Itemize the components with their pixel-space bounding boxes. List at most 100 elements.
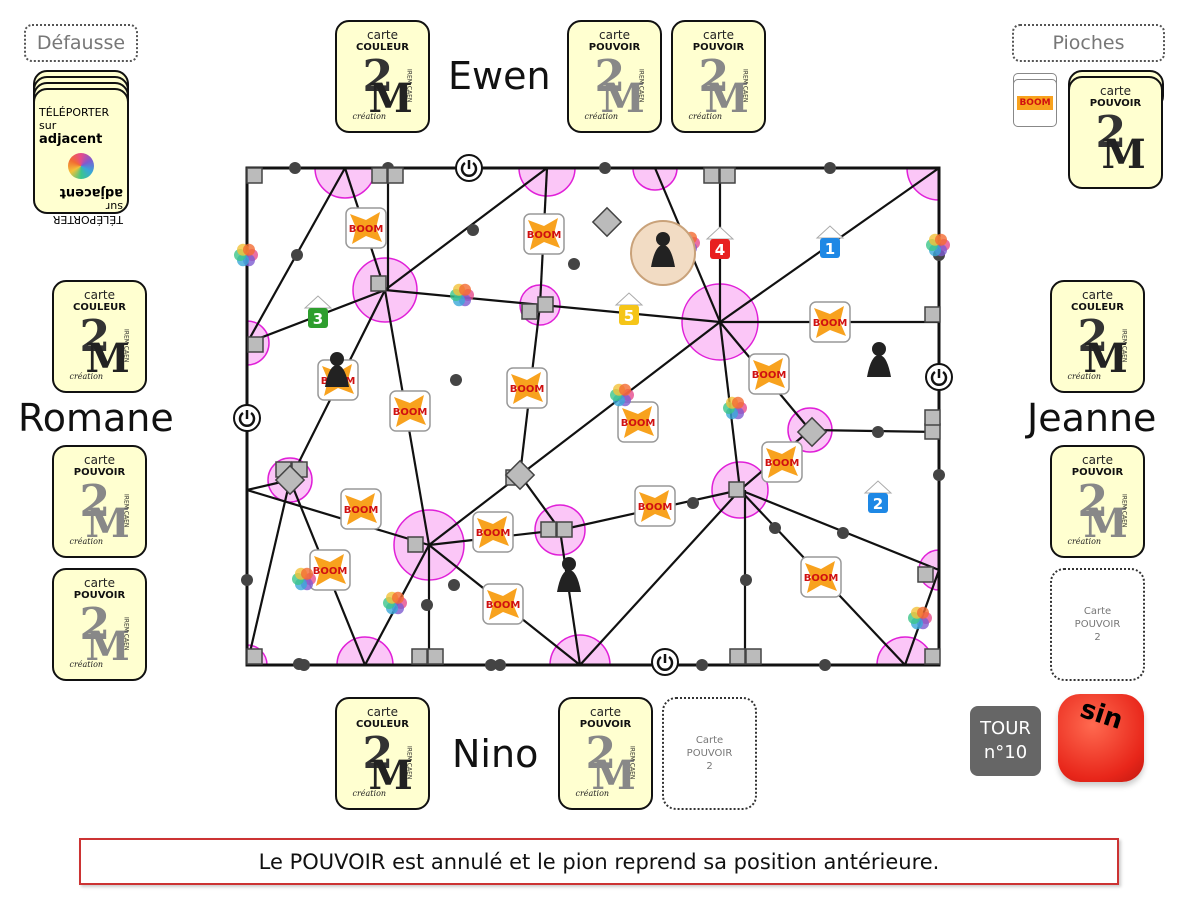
boom-label: BOOM (527, 230, 562, 241)
board-junction (796, 416, 828, 448)
boom-tile[interactable]: BOOM (472, 511, 514, 553)
board-junction (591, 206, 623, 238)
color-flower-icon (450, 283, 474, 307)
boom-draw-pile[interactable]: BOOM (1013, 73, 1057, 127)
board-gate (371, 167, 388, 184)
board-node (872, 426, 884, 438)
card-kind-label: POUVOIR (73, 467, 126, 478)
player-pawn[interactable] (867, 342, 891, 377)
boom-tile[interactable]: BOOM (748, 353, 790, 395)
card-kind-label: POUVOIR (579, 719, 632, 730)
power-icon[interactable] (651, 648, 679, 676)
board-node (289, 162, 301, 174)
house-2: 2 (863, 480, 893, 513)
boom-tile[interactable]: BOOM (617, 401, 659, 443)
board-path (246, 488, 430, 547)
color-flower-icon (234, 243, 258, 267)
angle-wedge (876, 636, 934, 665)
boom-tile[interactable]: BOOM (523, 213, 565, 255)
power-icon[interactable] (455, 154, 483, 182)
boom-draw-label: BOOM (1017, 96, 1053, 110)
color-flower-icon (383, 591, 407, 615)
boom-tile[interactable]: BOOM (800, 556, 842, 598)
boom-tile[interactable]: BOOM (340, 488, 382, 530)
boom-label: BOOM (621, 418, 656, 429)
card-kind-label: POUVOIR (1071, 467, 1124, 478)
board-gate (387, 167, 404, 184)
boom-label: BOOM (313, 566, 348, 577)
card-type-label: carte (703, 28, 734, 42)
card-type-label: carte (590, 705, 621, 719)
boom-tile[interactable]: BOOM (389, 390, 431, 432)
board-path (519, 474, 561, 531)
card-kind-label: COULEUR (73, 302, 126, 313)
boom-tile[interactable]: BOOM (761, 441, 803, 483)
player-name-ewen: Ewen (448, 54, 551, 98)
player-pawn[interactable] (325, 352, 349, 387)
board-node (769, 522, 781, 534)
boom-tile[interactable]: BOOM (809, 301, 851, 343)
board-node (933, 469, 945, 481)
boom-label: BOOM (638, 502, 673, 513)
color-flower-icon (610, 383, 634, 407)
board-junction (504, 459, 536, 491)
board-node (568, 258, 580, 270)
board-node (696, 659, 708, 671)
board-gate (719, 167, 736, 184)
board-gate (924, 409, 941, 426)
board-node (740, 574, 752, 586)
boom-tile[interactable]: BOOM (634, 485, 676, 527)
card-type-label: carte (1100, 84, 1131, 98)
board-gate (924, 306, 941, 323)
power-icon[interactable] (233, 404, 261, 432)
card-kind-label: COULEUR (356, 42, 409, 53)
house-number: 1 (825, 240, 835, 258)
angle-wedge (336, 636, 394, 665)
discard-pile[interactable]: TÉLÉPORTER sur adjacent adjacent TÉLÉPOR… (33, 70, 129, 226)
house-1: 1 (815, 225, 845, 258)
player-pawn[interactable] (557, 557, 581, 592)
board-gate (924, 423, 941, 440)
power-icon[interactable] (925, 363, 953, 391)
board-gate (924, 648, 941, 665)
color-flower-icon (68, 153, 94, 179)
player-pawn[interactable] (651, 232, 675, 267)
card-type-label: carte (84, 576, 115, 590)
board-path (384, 167, 548, 291)
board-path (579, 489, 741, 666)
boom-tile[interactable]: BOOM (309, 549, 351, 591)
board-node (819, 659, 831, 671)
player-name-jeanne: Jeanne (1027, 396, 1157, 440)
board-node (837, 527, 849, 539)
board-gate (246, 648, 263, 665)
boom-tile[interactable]: BOOM (345, 207, 387, 249)
board-node (448, 579, 460, 591)
board-gate (703, 167, 720, 184)
house-number: 2 (873, 495, 883, 513)
boom-label: BOOM (765, 458, 800, 469)
boom-tile[interactable]: BOOM (506, 367, 548, 409)
card-kind-label: COULEUR (1071, 302, 1124, 313)
dice[interactable]: sin (1058, 694, 1144, 782)
boom-tile[interactable]: BOOM (482, 583, 524, 625)
player-name-nino: Nino (452, 732, 539, 776)
boom-label: BOOM (804, 573, 839, 584)
